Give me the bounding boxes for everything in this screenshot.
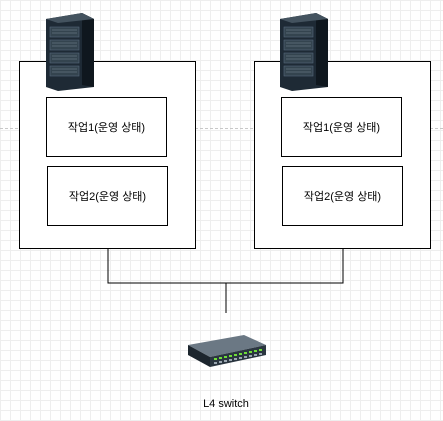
task-label: 작업1(운영 상태): [302, 122, 381, 134]
task-box-1[interactable]: 작업1(운영 상태): [281, 97, 402, 157]
dashed-guide-line: [0, 128, 443, 129]
server-rack-icon: [46, 13, 94, 91]
task-label: 작업1(운영 상태): [67, 122, 146, 134]
network-switch-icon: [188, 335, 266, 367]
task-label: 작업2(운영 상태): [303, 191, 382, 203]
connector-server-1: [107, 249, 226, 284]
server-rack-icon: [280, 13, 328, 91]
server-box-2[interactable]: 작업1(운영 상태) 작업2(운영 상태): [254, 61, 431, 249]
task-label: 작업2(운영 상태): [68, 191, 147, 203]
server-box-1[interactable]: 작업1(운영 상태) 작업2(운영 상태): [19, 61, 196, 249]
task-box-1[interactable]: 작업1(운영 상태): [46, 97, 167, 157]
switch-label: L4 switch: [203, 398, 249, 410]
connector-server-2: [226, 249, 344, 284]
task-box-2[interactable]: 작업2(운영 상태): [282, 166, 403, 226]
task-box-2[interactable]: 작업2(운영 상태): [47, 166, 168, 226]
